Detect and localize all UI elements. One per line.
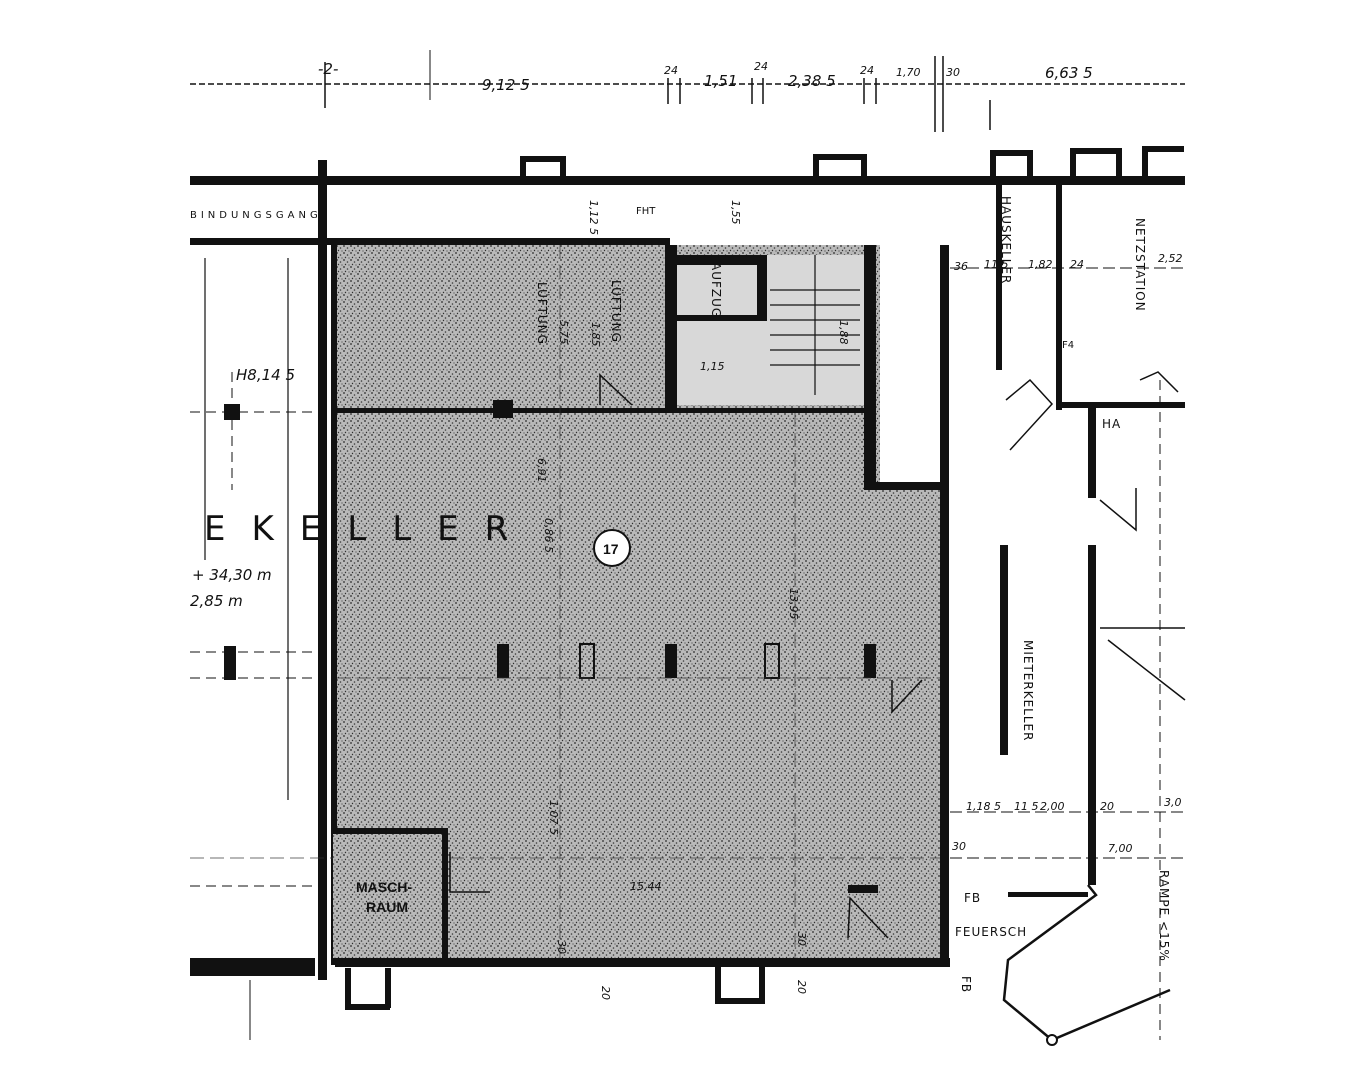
dim-inner-d: 1,55 (729, 200, 742, 225)
dim-right-4: 24 (1070, 258, 1084, 271)
room-hauskeller: HAUSKELLER (999, 196, 1013, 284)
room-rampe: RAMPE <15% (1157, 870, 1171, 962)
dim-right-11: 7,00 (1108, 842, 1133, 855)
dim-top-4: 1,51 (704, 72, 737, 90)
label-fht: FHT (636, 206, 656, 217)
dim-right-1: 36 (954, 260, 968, 273)
dim-inner-l: 20 (599, 986, 612, 1000)
room-number: 17 (603, 541, 619, 557)
dim-inner-n: 1,15 (700, 360, 725, 373)
label-aufzug: AUFZUG (709, 262, 723, 318)
dim-right-3: 1,82 (1028, 258, 1053, 271)
dim-top-9: 30 (946, 66, 960, 79)
right-rooms: HAUSKELLER NETZSTATION MIETERKELLER HA F… (950, 180, 1186, 1046)
dim-top-3: 24 (664, 64, 678, 77)
dim-right-2: 11 5 (984, 258, 1009, 271)
outer-walls (190, 146, 1185, 1010)
room-title: EKELLER (204, 509, 534, 549)
dim-inner-o: 1,88 (837, 320, 850, 345)
label-luftung-1: LÜFTUNG (535, 282, 551, 345)
dim-top-5: 24 (754, 60, 768, 73)
room-feuersch: FEUERSCH (955, 925, 1027, 939)
dim-right-5: 2,52 (1158, 252, 1183, 265)
dim-top-1: -2- (318, 60, 338, 78)
room-masch-label-2: RAUM (366, 899, 408, 915)
dim-right-8: 2,00 (1040, 800, 1065, 813)
room-masch-label-1: MASCH- (356, 879, 412, 895)
main-room: MASCH- RAUM LÜFTUNG LÜFTUNG FHT AUFZUG 5… (190, 200, 940, 1000)
room-height: 2,85 m (190, 592, 243, 610)
dim-right-7: 11 5 (1014, 800, 1039, 813)
label-fb-1: FB (964, 891, 981, 905)
dim-right-9: 20 (1100, 800, 1114, 813)
dim-top-2: 9,12 5 (482, 76, 530, 94)
dim-inner-c: 1,12 5 (587, 200, 600, 235)
dim-inner-h: 1,07 5 (547, 800, 560, 835)
dim-inner-a: 5,75 (557, 320, 570, 345)
dim-top-7: 24 (860, 64, 874, 77)
dim-inner-g: 13,95 (787, 588, 800, 620)
room-netzstation: NETZSTATION (1133, 218, 1147, 312)
corridor-label: BINDUNGSGANG (190, 210, 322, 221)
dim-right-6: 1,18 5 (966, 800, 1001, 813)
label-luftung-2: LÜFTUNG (609, 280, 625, 343)
dim-right-12: 30 (952, 840, 966, 853)
level-mark: H8,14 5 (236, 366, 295, 384)
dim-top-6: 2,38 5 (788, 72, 836, 90)
label-fb-2: FB (959, 976, 973, 993)
dim-inner-f: 0,86 5 (542, 518, 555, 553)
label-fk: F4 (1062, 340, 1074, 351)
dim-top-8: 1,70 (896, 66, 921, 79)
top-dimension-line: -2- 9,12 5 24 1,51 24 2,38 5 24 1,70 30 … (190, 50, 1185, 132)
dim-inner-i: 15,44 (630, 880, 662, 893)
room-mieterkeller: MIETERKELLER (1021, 640, 1035, 741)
left-annotations: BINDUNGSGANG EKELLER + 34,30 m 2,85 m H8… (190, 210, 534, 1040)
room-number-circle (593, 529, 631, 567)
dim-inner-k: 30 (795, 932, 808, 946)
dim-inner-j: 30 (555, 940, 568, 954)
dim-inner-b: 1,85 (589, 322, 602, 347)
dim-inner-m: 20 (795, 980, 808, 994)
room-ha: HA (1102, 417, 1121, 431)
dim-right-10: 3,0 (1164, 796, 1182, 809)
dim-top-10: 6,63 5 (1045, 64, 1093, 82)
level-elevation: + 34,30 m (192, 566, 272, 584)
dim-inner-e: 6,91 (535, 458, 548, 483)
